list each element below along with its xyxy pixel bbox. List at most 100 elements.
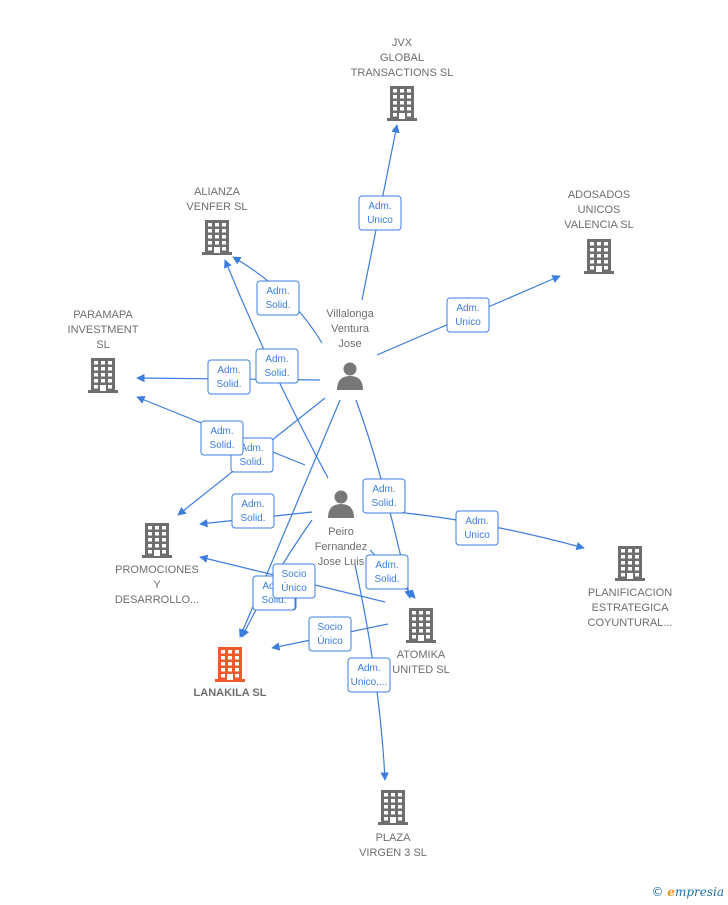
edge-label-text: Solid. <box>216 379 241 390</box>
building-icon <box>615 546 645 581</box>
edge-label-text: Solid. <box>264 368 289 379</box>
edge-label-text: Adm. <box>357 663 380 674</box>
edge-label-villalonga-atomika[interactable]: Adm. Solid. <box>362 478 406 514</box>
edge-label-box <box>200 420 244 456</box>
node-promociones[interactable]: PROMOCIONES Y DESARROLLO... <box>115 523 199 606</box>
node-label: VENFER SL <box>186 201 247 213</box>
building-icon <box>215 647 245 682</box>
node-label: UNITED SL <box>392 664 449 676</box>
node-label: Jose <box>338 338 361 350</box>
edge-label-peiro-promociones[interactable]: Adm. Solid. <box>231 493 275 529</box>
node-label: PLAZA <box>376 832 412 844</box>
node-label: PROMOCIONES <box>115 564 199 576</box>
building-icon <box>378 790 408 825</box>
node-label: COYUNTURAL... <box>588 617 673 629</box>
node-label: TRANSACTIONS SL <box>351 67 454 79</box>
node-label: Villalonga <box>326 308 374 320</box>
edge-label-text: Adm. <box>375 560 398 571</box>
node-lanakila[interactable]: LANAKILA SL <box>194 647 267 699</box>
brand-letter: e <box>667 885 675 899</box>
edge-label-villalonga-adosados[interactable]: Adm. Unico <box>446 297 490 333</box>
edge-label-villalonga-jvx[interactable]: Adm.Unico <box>358 195 402 231</box>
node-label: INVESTMENT <box>68 324 139 336</box>
edge-labels-layer: Adm.UnicoAdm.UnicoAdm.Solid.Adm.Solid.Ad… <box>200 195 499 693</box>
edge-label-text: Único <box>317 634 343 647</box>
edge-label-villalonga-alianza[interactable]: Adm. Solid. <box>256 280 300 316</box>
edge-label-box <box>358 195 402 231</box>
edge-label-box <box>255 348 299 384</box>
edge-label-text: Unico <box>367 215 393 226</box>
edge-label-text: Solid. <box>240 513 265 524</box>
edge-label-peiro-alianza[interactable]: Adm. Solid. <box>255 348 299 384</box>
edge-label-text: Adm. <box>265 354 288 365</box>
edge-label-box <box>455 510 499 546</box>
edge-label-peiro-planificacion[interactable]: Adm.Unico <box>455 510 499 546</box>
node-label: Peiro <box>328 526 354 538</box>
node-plaza[interactable]: PLAZA VIRGEN 3 SL <box>359 790 427 859</box>
edge-label-box <box>446 297 490 333</box>
node-label: Ventura <box>331 323 370 335</box>
edge-label-text: Solid. <box>371 498 396 509</box>
edge-label-text: Socio <box>281 569 306 580</box>
node-label: DESARROLLO... <box>115 594 199 606</box>
copyright-symbol: © <box>651 885 664 899</box>
node-atomika[interactable]: ATOMIKA UNITED SL <box>392 608 450 676</box>
edge-label-box <box>256 280 300 316</box>
building-icon <box>584 239 614 274</box>
node-label: UNICOS <box>578 204 621 216</box>
building-icon <box>387 86 417 121</box>
edge-label-text: Adm. <box>217 365 240 376</box>
node-label: ADOSADOS <box>568 189 630 201</box>
edge-label-text: Adm. <box>465 516 488 527</box>
empresia-watermark[interactable]: © empresia <box>651 885 724 899</box>
node-adosados[interactable]: ADOSADOS UNICOS VALENCIA SL <box>564 189 634 274</box>
building-icon <box>142 523 172 558</box>
node-label: Y <box>153 579 161 591</box>
edge-label-text: Solid. <box>239 457 264 468</box>
building-icon <box>202 220 232 255</box>
node-label: VALENCIA SL <box>564 219 634 231</box>
node-label: LANAKILA SL <box>194 687 267 699</box>
edge-label-peiro-paramapa[interactable]: Adm. Solid. <box>200 420 244 456</box>
edge-label-text: Adm. <box>456 303 479 314</box>
edge-label-text: Solid. <box>265 300 290 311</box>
edge-label-text: Unico <box>455 317 481 328</box>
edge-label-villalonga-paramapa[interactable]: Adm. Solid. <box>207 359 251 395</box>
edge-label-box <box>365 554 409 590</box>
node-label: Fernandez <box>315 541 368 553</box>
edge-label-text: Solid. <box>261 595 286 606</box>
node-label: ATOMIKA <box>397 649 446 661</box>
edge-label-box <box>231 493 275 529</box>
edge-label-text: Socio <box>317 622 342 633</box>
edge-label-peiro-plaza[interactable]: Adm. Unico,... <box>347 657 391 693</box>
node-label: PARAMAPA <box>73 309 133 321</box>
node-jvx[interactable]: JVX GLOBAL TRANSACTIONS SL <box>351 37 454 121</box>
node-paramapa[interactable]: PARAMAPA INVESTMENT SL <box>68 309 139 393</box>
edge-label-text: Unico,... <box>351 677 388 688</box>
node-label: GLOBAL <box>380 52 424 64</box>
edge-label-peiro-atomika[interactable]: Adm.Solid. <box>365 554 409 590</box>
edge-label-box <box>308 616 352 652</box>
edge-label-text: Adm. <box>241 499 264 510</box>
edge-label-text: Adm. <box>372 484 395 495</box>
node-label: PLANIFICACION <box>588 587 672 599</box>
edge-label-text: Adm. <box>210 426 233 437</box>
node-label: SL <box>96 339 109 351</box>
brand-name: mpresia <box>674 885 724 899</box>
edge-label-text: Único <box>281 581 307 594</box>
node-label: Jose Luis <box>318 556 365 568</box>
node-label: JVX <box>392 37 413 49</box>
edge-label-box <box>347 657 391 693</box>
node-label: VIRGEN 3 SL <box>359 847 427 859</box>
edge-label-box <box>362 478 406 514</box>
node-planificacion[interactable]: PLANIFICACIONESTRATEGICACOYUNTURAL... <box>588 546 673 629</box>
edge-label-box <box>272 563 316 599</box>
edge-label-text: Solid. <box>209 440 234 451</box>
edge-label-text: Adm. <box>266 286 289 297</box>
